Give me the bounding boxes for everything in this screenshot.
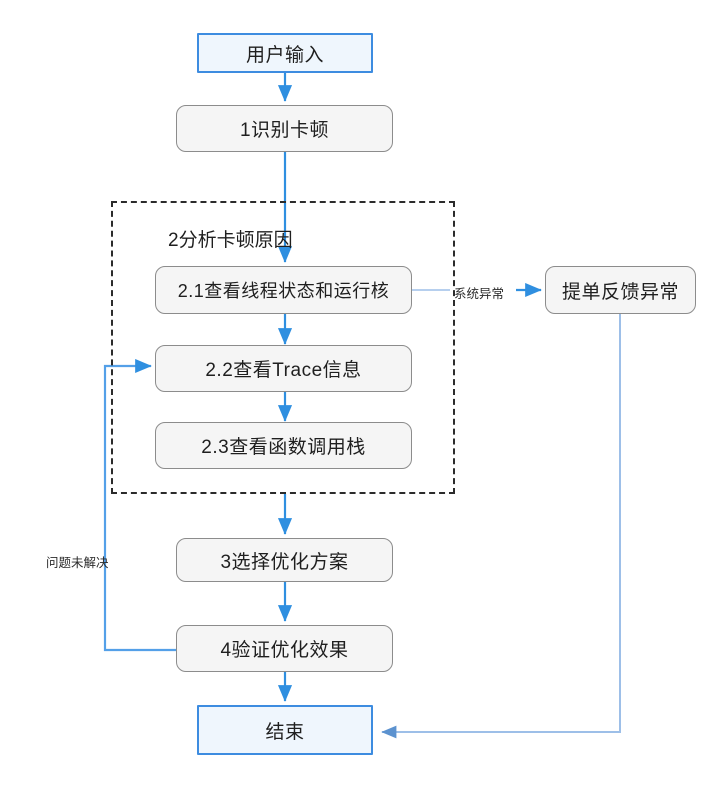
edge-step4-feedback-to-step22 <box>103 358 176 652</box>
group-analyze-lag <box>111 201 455 494</box>
edge-label-system-abnormal: 系统异常 <box>454 287 505 301</box>
node-step2-2-trace-info[interactable]: 2.2查看Trace信息 <box>155 345 412 392</box>
node-step1-identify-lag[interactable]: 1识别卡顿 <box>176 105 393 152</box>
group-analyze-lag-title: 2分析卡顿原因 <box>168 230 293 251</box>
edge-label-unresolved: 问题未解决 <box>46 556 109 570</box>
node-step3-choose-optimization[interactable]: 3选择优化方案 <box>176 538 393 582</box>
edge-issue-to-end <box>381 314 621 739</box>
node-start[interactable]: 用户输入 <box>197 33 373 73</box>
node-report-issue[interactable]: 提单反馈异常 <box>545 266 696 314</box>
node-step2-3-call-stack[interactable]: 2.3查看函数调用栈 <box>155 422 412 469</box>
node-step4-verify-effect[interactable]: 4验证优化效果 <box>176 625 393 672</box>
node-step2-1-thread-state[interactable]: 2.1查看线程状态和运行核 <box>155 266 412 314</box>
node-end[interactable]: 结束 <box>197 705 373 755</box>
